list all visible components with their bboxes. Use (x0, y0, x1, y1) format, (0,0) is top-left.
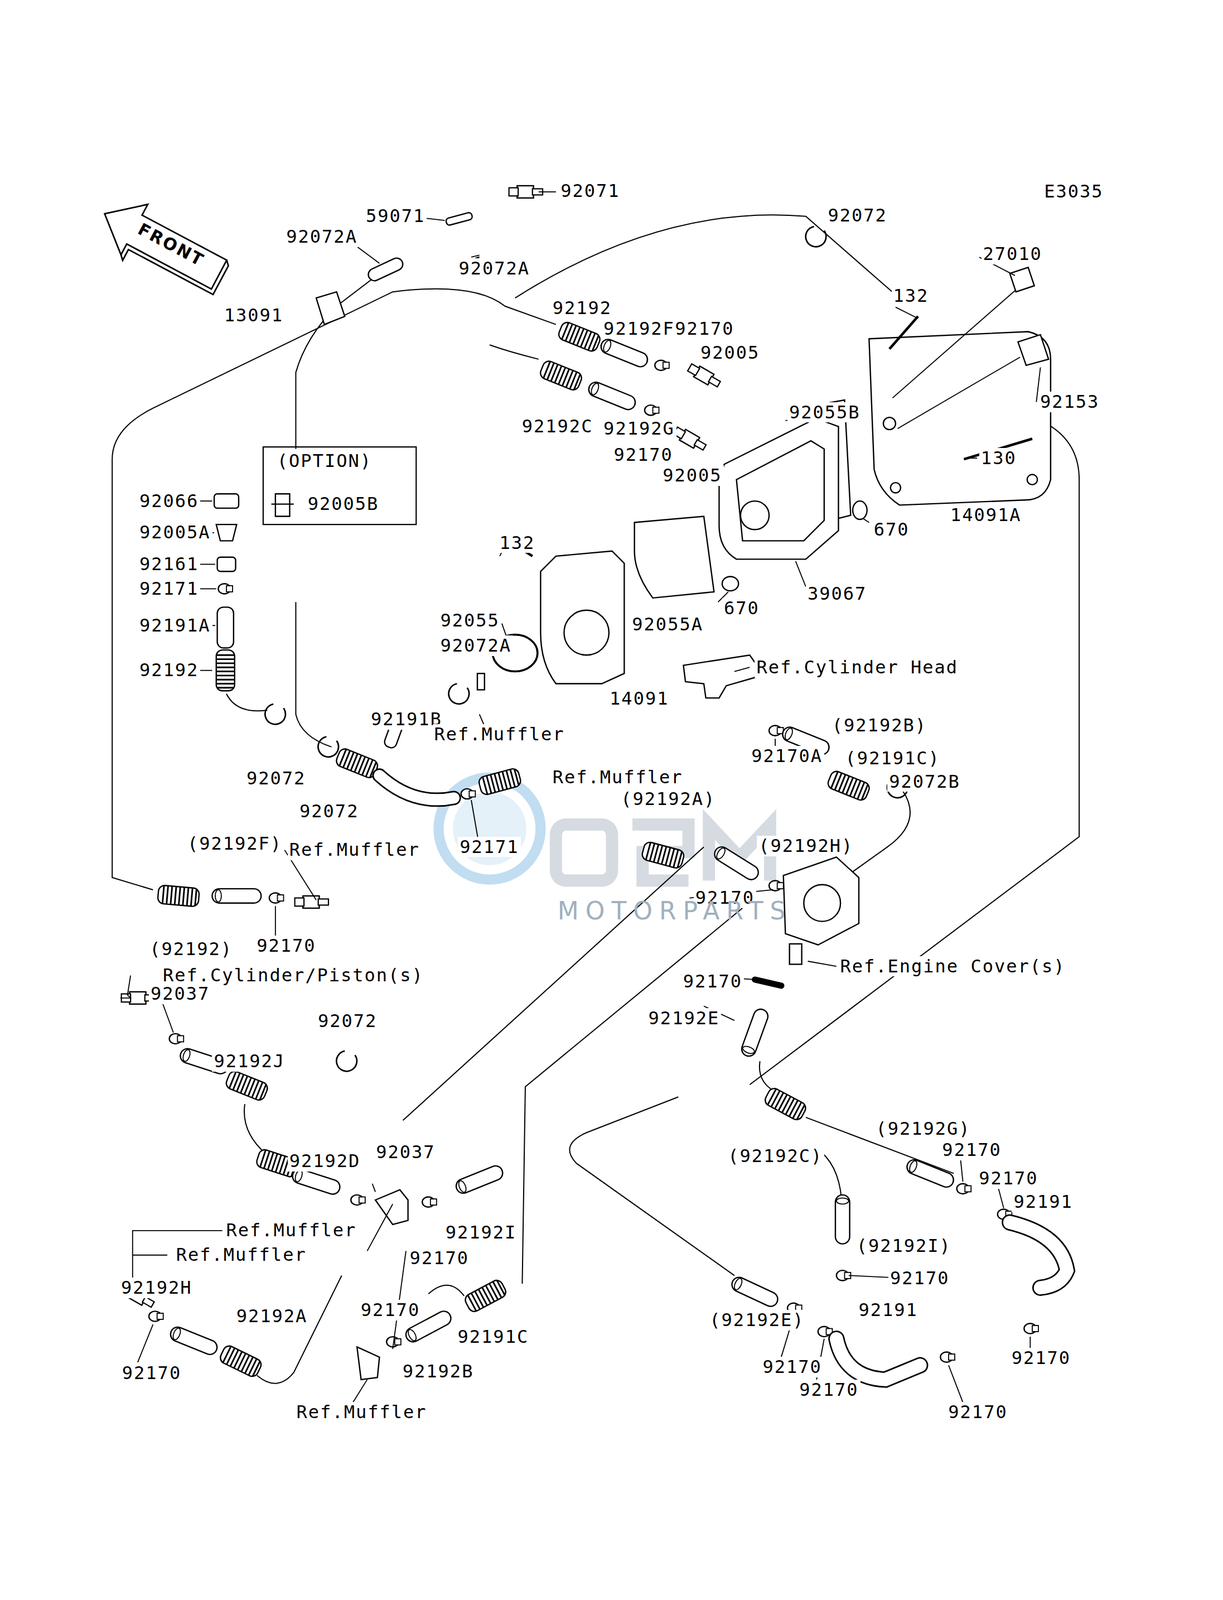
callout-number: (92191C) (843, 747, 942, 769)
callout-number: 92071 (558, 180, 622, 202)
callout-number: (OPTION) (275, 450, 374, 472)
callout-number: 92072 (297, 800, 361, 822)
callout-number: 92192B (400, 1360, 476, 1382)
watermark: MOTORPARTS (556, 896, 795, 926)
callout-number: 132 (498, 532, 538, 554)
callout-number: 92072A (456, 258, 532, 279)
callout-number: 670 (872, 519, 912, 540)
callout-number: 92005A (137, 521, 213, 543)
callout-number: 92170 (760, 1356, 824, 1377)
callout-number: 92170 (681, 970, 744, 992)
callout-number: 92055B (787, 402, 863, 423)
reference-note: Ref.Muffler (287, 839, 422, 860)
callout-number: (92192I) (854, 1235, 954, 1256)
reference-note: Ref.Muffler (432, 723, 567, 745)
callout-number: 92171 (137, 578, 201, 599)
callout-number: 92192J (211, 1050, 287, 1072)
callout-number: 14091A (948, 504, 1024, 526)
callout-number: 92170 (1009, 1347, 1073, 1368)
callout-number: (92192) (147, 938, 235, 960)
callout-number: 14091 (607, 688, 671, 709)
callout-number: E3035 (1042, 181, 1105, 202)
callout-number: 92191A (137, 615, 213, 636)
callout-number: 92072A (438, 635, 514, 656)
callout-number: 92170A (749, 745, 825, 767)
front-arrow (89, 188, 236, 306)
reference-note: Ref.Engine Cover(s) (838, 955, 1067, 977)
callout-number: 130 (979, 447, 1019, 469)
callout-number: 92192G (601, 418, 677, 439)
reference-note: Ref.Muffler (174, 1244, 309, 1265)
callout-number: 59071 (364, 205, 427, 227)
callout-number: 27010 (981, 243, 1044, 265)
callout-number: 92192I (443, 1221, 519, 1243)
callout-number: 92170 (408, 1247, 471, 1269)
callout-number: 92170 (673, 318, 736, 340)
parts (120, 185, 1067, 1380)
callout-number: 92072A (284, 226, 360, 248)
callout-number: (92192G) (873, 1118, 973, 1139)
callout-number: 92170 (940, 1139, 1003, 1160)
callout-number: 92191 (856, 1299, 920, 1321)
callout-number: 92005 (660, 465, 724, 486)
callout-number: (92192H) (756, 835, 855, 857)
callout-number: 92170 (120, 1362, 183, 1384)
callout-number: (92192B) (830, 714, 929, 736)
callout-number: 132 (891, 285, 931, 307)
callout-number: 92192A (234, 1305, 310, 1327)
reference-note: Ref.Cylinder/Piston(s) (161, 964, 426, 986)
callout-number: 92192 (550, 297, 614, 319)
callout-number: 92072 (244, 767, 308, 789)
callout-number: (92192E) (707, 1309, 806, 1331)
callout-number: 92170 (797, 1379, 860, 1400)
reference-note: Ref.Cylinder Head (754, 656, 960, 678)
callout-number: 92192F (601, 318, 677, 340)
reference-note: Ref.Muffler (224, 1219, 359, 1241)
callout-number: (92192F) (185, 833, 284, 854)
callout-number: 92170 (359, 1299, 422, 1321)
routing-lines (112, 214, 1080, 1384)
reference-note: Ref.Muffler (550, 766, 685, 788)
callout-number: (92192A) (619, 788, 718, 810)
callout-number: 92055 (438, 610, 501, 631)
callout-number: 92192 (137, 659, 201, 681)
callout-number: 92192D (287, 1150, 363, 1172)
callout-number: 92170 (977, 1167, 1040, 1189)
callout-number: 92170 (254, 935, 318, 956)
callout-number: 92192H (119, 1277, 195, 1298)
callout-number: 92037 (148, 983, 212, 1004)
callout-number: 92170 (611, 444, 675, 466)
callout-number: 13091 (222, 305, 285, 326)
callout-number: 92191 (1011, 1191, 1075, 1212)
reference-note: Ref.Muffler (295, 1401, 429, 1423)
callout-number: 670 (722, 597, 762, 619)
callout-number: 92037 (374, 1141, 437, 1163)
callout-number: 92055A (630, 614, 705, 635)
callout-number: 92005B (306, 493, 381, 515)
callout-number: 92192E (646, 1007, 722, 1029)
callout-number: (92192C) (726, 1145, 825, 1167)
leader-lines (120, 191, 1041, 1405)
direction-label: FRONT (133, 218, 210, 272)
callout-number: 92161 (137, 553, 201, 575)
callout-number: 92072 (826, 205, 889, 226)
callout-number: 92171 (457, 836, 521, 858)
callout-number: 39067 (805, 583, 869, 604)
callout-number: 92170 (888, 1267, 951, 1289)
callout-number: 92191C (456, 1326, 531, 1347)
callout-number: 92153 (1038, 391, 1101, 413)
callout-number: 92005 (698, 342, 762, 364)
callout-number: 92170 (946, 1401, 1009, 1423)
callout-number: 92072 (316, 1010, 379, 1032)
callout-number: 92072B (887, 771, 963, 792)
callout-number: 92066 (137, 490, 201, 512)
callout-number: 92192C (520, 416, 596, 437)
